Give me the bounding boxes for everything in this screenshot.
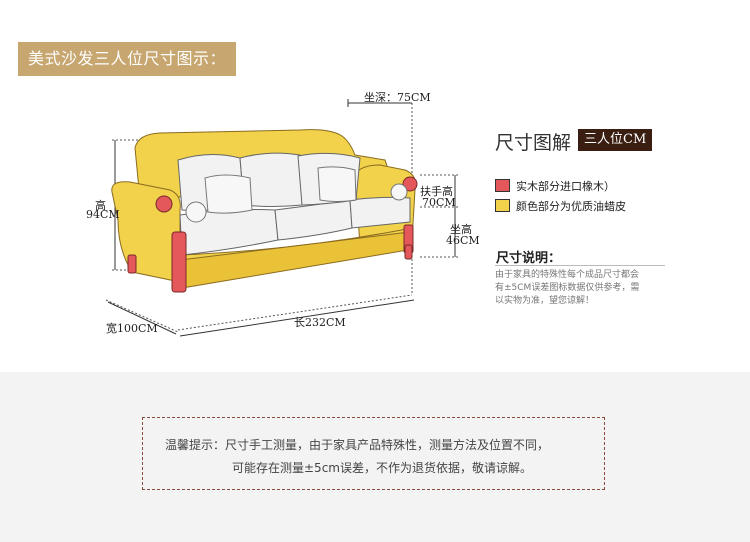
legend-title: 尺寸图解 <box>495 132 572 154</box>
round-pillow-2 <box>390 183 408 201</box>
tip-section <box>0 372 750 542</box>
height-label-line1: 高 <box>95 199 106 212</box>
dimension-guides <box>105 102 460 333</box>
tip-line-1: 温馨提示：尺寸手工测量，由于家具产品特殊性，测量方法及位置不同， <box>165 438 550 452</box>
throw-pillow-2 <box>317 166 357 202</box>
note-line-2: 有±5CM误差图标数据仅供参考，需 <box>495 283 640 293</box>
front-leg-left <box>171 231 187 293</box>
tip-box <box>142 417 605 490</box>
length-label: 长232CM <box>294 316 346 329</box>
left-arm-cap <box>155 195 173 213</box>
height-label-line2: 94CM <box>86 208 120 221</box>
front-leg-mid <box>127 254 137 274</box>
title-banner: 美式沙发三人位尺寸图示： <box>18 42 237 76</box>
armrest-label-line1: 扶手高 <box>420 185 453 198</box>
round-pillow-1 <box>185 201 207 223</box>
legend-badge: 三人位CM <box>578 129 653 151</box>
sofa-diagram <box>105 99 460 337</box>
sofa-left-arm <box>111 181 181 283</box>
legend-item-leather-label: 颜色部分为优质油蜡皮 <box>516 200 626 213</box>
right-arm-cap <box>402 176 418 192</box>
legend-item-wood: 实木部分进口橡木） <box>495 178 615 194</box>
tip-line-2: 可能存在测量±5cm误差，不作为退货依据，敬请谅解。 <box>232 461 532 475</box>
note-line-3: 以实物为准，望您谅解！ <box>495 296 595 306</box>
legend-item-wood-label: 实木部分进口橡木） <box>516 180 615 193</box>
leather-swatch-icon <box>495 199 510 212</box>
wood-swatch-icon <box>495 179 510 192</box>
seat-height-label-line2: 46CM <box>446 234 480 247</box>
note-divider <box>495 265 665 266</box>
back-leg <box>404 244 413 260</box>
seat-height-label-line1: 坐高 <box>450 223 472 236</box>
note-title: 尺寸说明： <box>496 251 562 266</box>
throw-pillow-1 <box>204 174 253 214</box>
depth-label: 坐深：75CM <box>364 91 431 104</box>
note-line-1: 由于家具的特殊性每个成品尺寸都会 <box>495 270 640 280</box>
legend-item-leather: 颜色部分为优质油蜡皮 <box>495 198 626 214</box>
width-label: 宽100CM <box>106 322 158 335</box>
seat-cushion-3 <box>349 196 411 229</box>
armrest-label-line2: 70CM <box>422 196 456 209</box>
note-text: 由于家具的特殊性每个成品尺寸都会 有±5CM误差图标数据仅供参考，需 以实物为准… <box>495 269 660 308</box>
